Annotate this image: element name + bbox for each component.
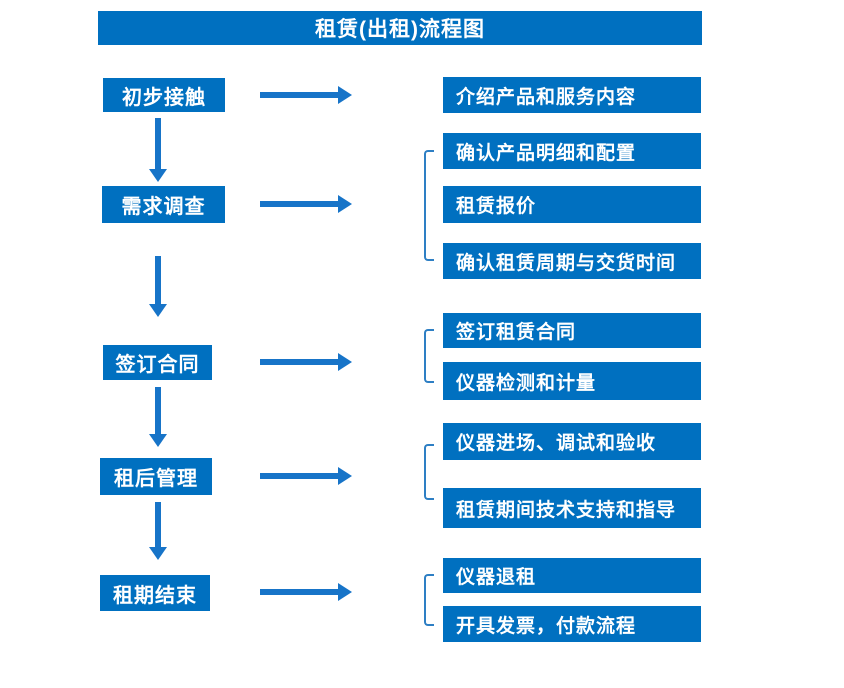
step-box-rental-end: 租期结束 [100, 575, 210, 611]
detail-box-instrument-testing: 仪器检测和计量 [443, 362, 701, 400]
down-arrow-icon [148, 502, 168, 560]
detail-box-instrument-return: 仪器退租 [443, 558, 701, 593]
detail-box-confirm-product-details: 确认产品明细和配置 [443, 133, 701, 169]
arrow-head [338, 353, 352, 371]
arrow-head [338, 583, 352, 601]
down-arrow-icon [148, 256, 168, 317]
arrow-head [149, 547, 167, 560]
arrow-head [338, 195, 352, 213]
step-box-sign-contract: 签订合同 [103, 345, 212, 380]
arrow-head [149, 169, 167, 182]
arrow-shaft [260, 359, 340, 365]
down-arrow-icon [148, 387, 168, 447]
arrow-shaft [155, 118, 161, 171]
step-box-post-rental-management: 租后管理 [100, 458, 212, 495]
right-arrow-icon [260, 195, 352, 213]
arrow-shaft [260, 589, 340, 595]
bracket-connector [424, 329, 434, 383]
detail-box-confirm-rental-period: 确认租赁周期与交货时间 [443, 243, 701, 279]
arrow-head [338, 86, 352, 104]
bracket-connector [424, 150, 434, 261]
arrow-head [149, 434, 167, 447]
detail-box-instrument-setup: 仪器进场、调试和验收 [443, 423, 701, 460]
arrow-shaft [260, 473, 340, 479]
detail-box-sign-rental-contract: 签订租赁合同 [443, 313, 701, 348]
detail-box-rental-quote: 租赁报价 [443, 186, 701, 223]
arrow-shaft [155, 387, 161, 436]
arrow-shaft [155, 256, 161, 306]
right-arrow-icon [260, 467, 352, 485]
step-box-initial-contact: 初步接触 [103, 78, 225, 112]
right-arrow-icon [260, 583, 352, 601]
arrow-head [338, 467, 352, 485]
diagram-title: 租赁(出租)流程图 [98, 11, 702, 45]
detail-box-introduce-products: 介绍产品和服务内容 [443, 77, 701, 113]
arrow-head [149, 304, 167, 317]
step-box-demand-survey: 需求调查 [102, 186, 225, 223]
arrow-shaft [155, 502, 161, 549]
down-arrow-icon [148, 118, 168, 182]
arrow-shaft [260, 201, 340, 207]
arrow-shaft [260, 92, 340, 98]
right-arrow-icon [260, 353, 352, 371]
bracket-connector [424, 574, 434, 626]
right-arrow-icon [260, 86, 352, 104]
detail-box-invoice-payment: 开具发票，付款流程 [443, 606, 701, 642]
bracket-connector [424, 444, 434, 500]
detail-box-technical-support: 租赁期间技术支持和指导 [443, 488, 701, 528]
